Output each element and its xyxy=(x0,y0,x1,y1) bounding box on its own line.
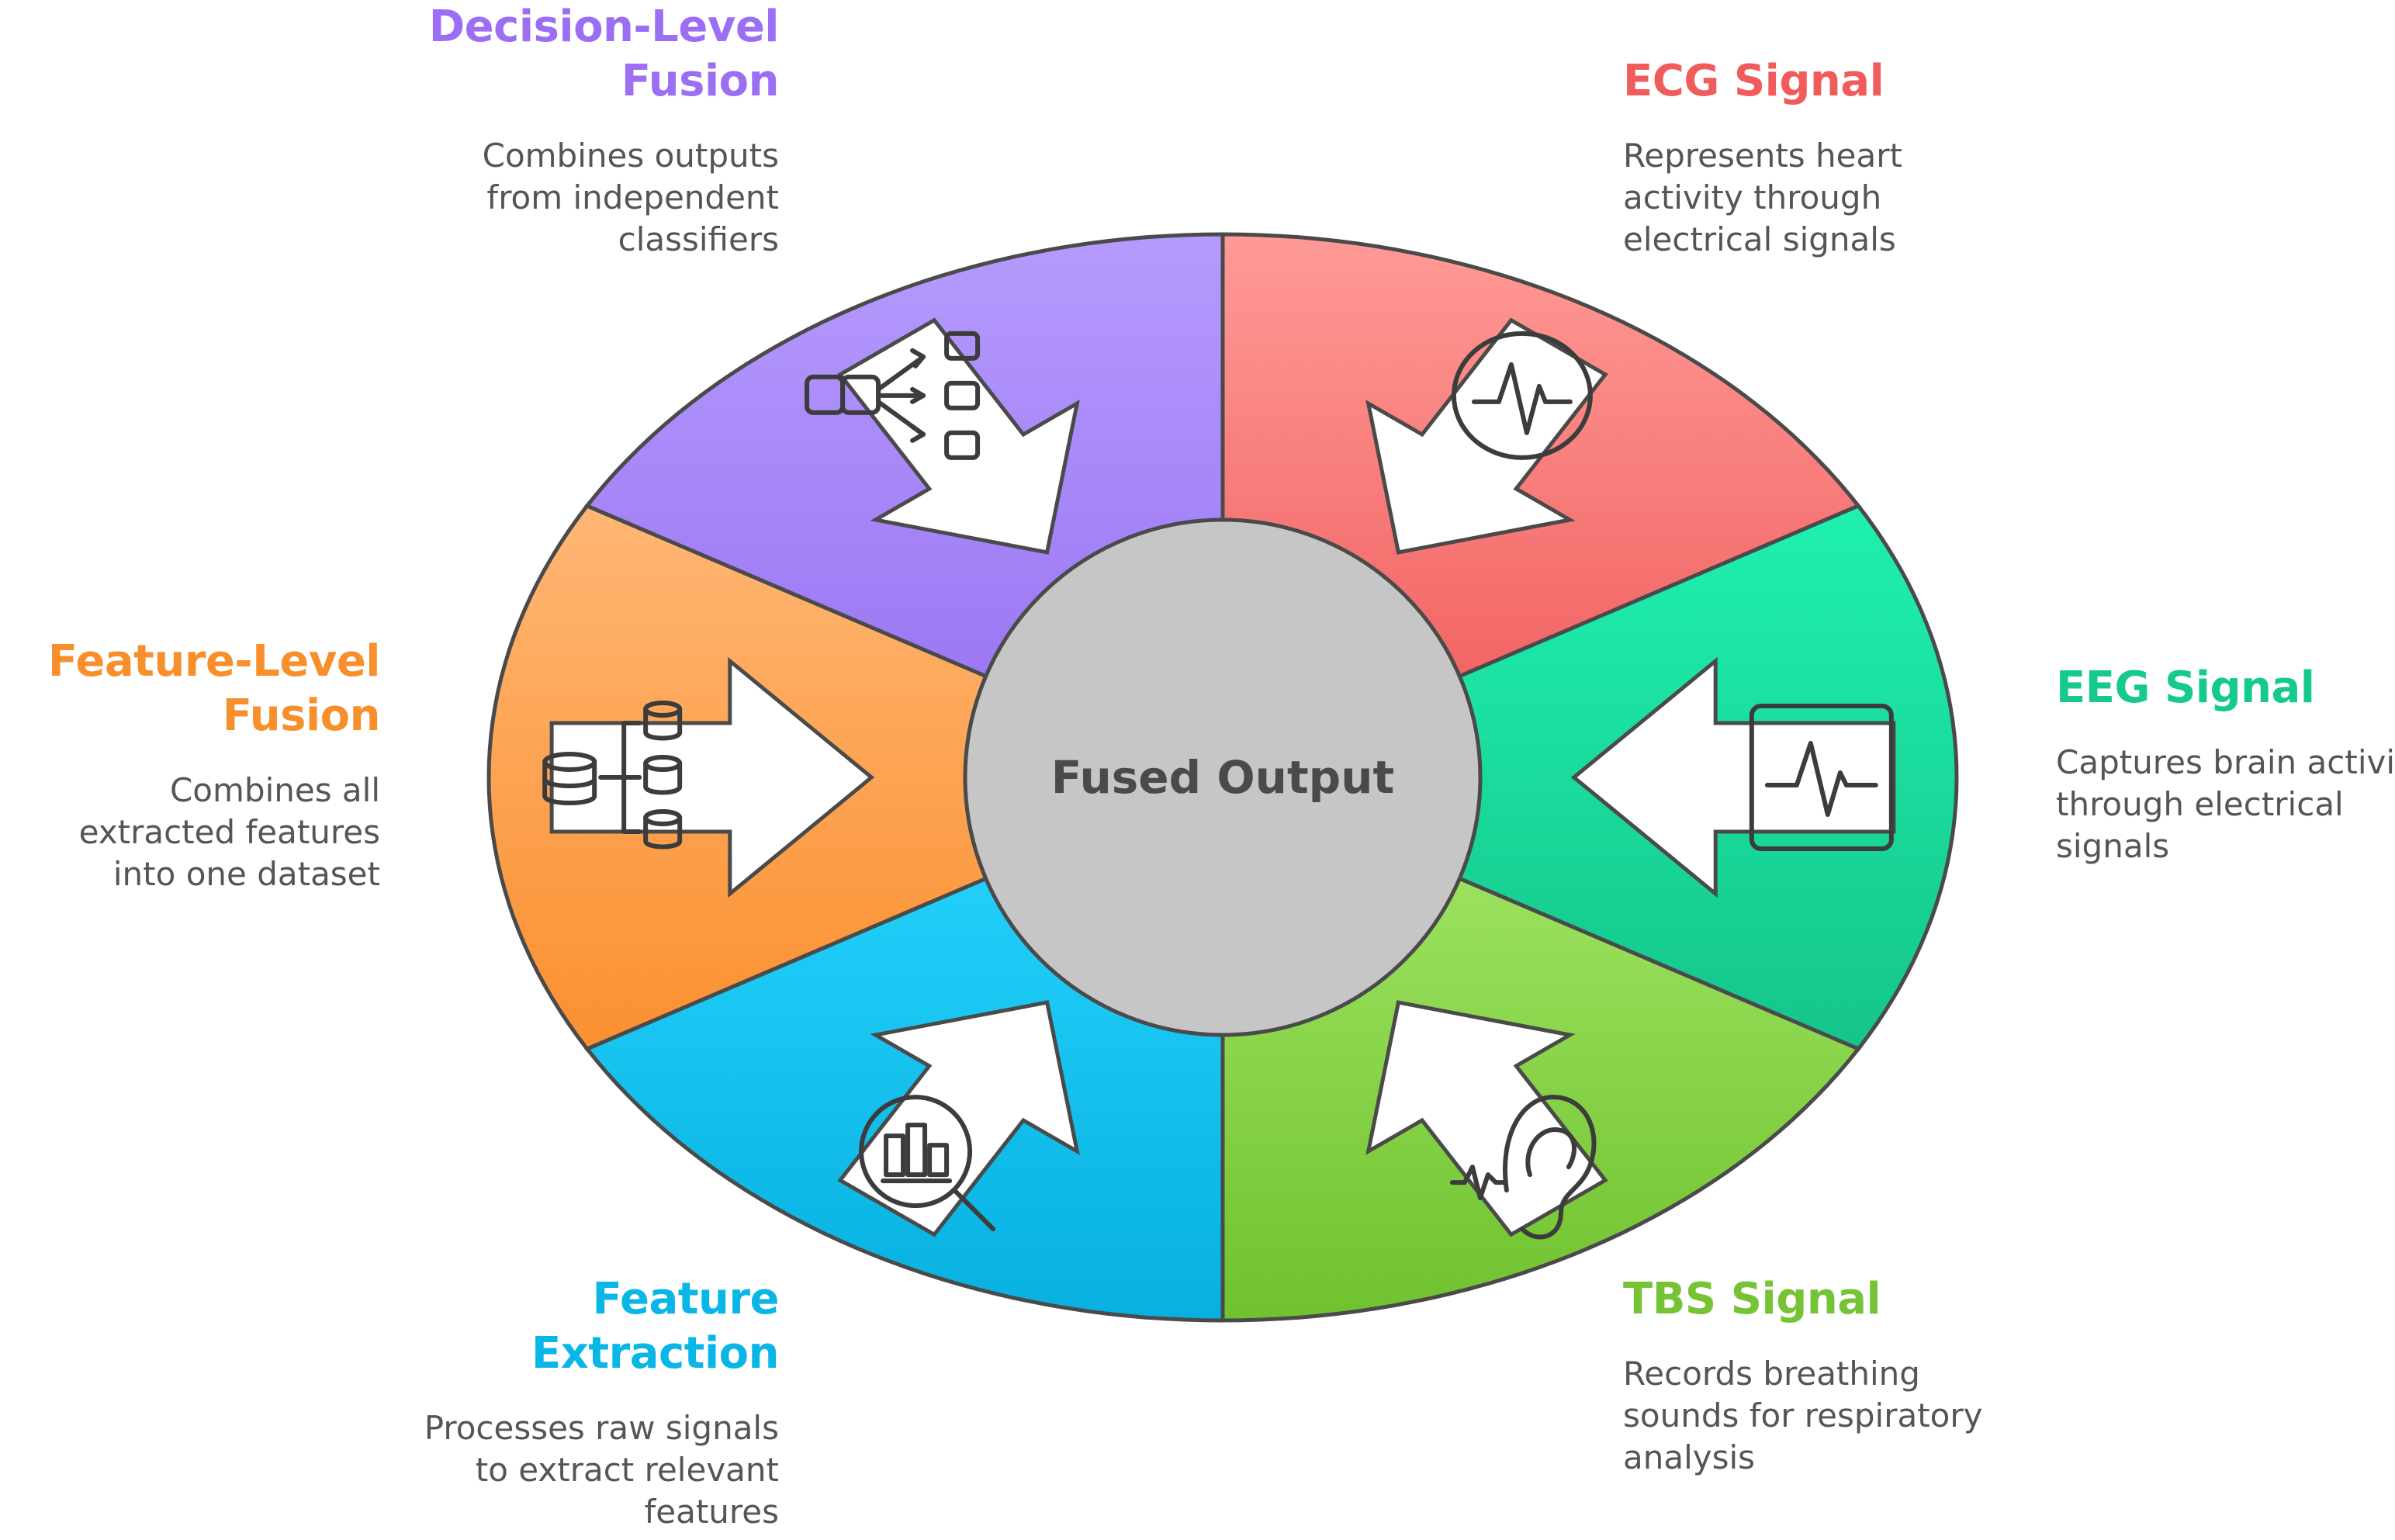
tbs-signal-title: TBS Signal xyxy=(1623,1274,1881,1324)
ecg-signal-title: ECG Signal xyxy=(1623,56,1885,106)
feature-extraction-title: Feature Extraction xyxy=(531,1274,780,1379)
tbs-signal-block: TBS Signal Records breathing sounds for … xyxy=(1623,1272,1995,1479)
decision-level-fusion-title: Decision-Level Fusion xyxy=(428,2,780,106)
eeg-signal-block: EEG Signal Captures brain activity throu… xyxy=(2056,661,2395,867)
database-merge-icon xyxy=(542,701,683,850)
ecg-signal-description: Represents heart activity through electr… xyxy=(1623,137,1902,258)
feature-level-fusion-title: Feature-Level Fusion xyxy=(47,636,381,741)
eeg-arrow xyxy=(1570,656,1896,898)
ecg-signal-block: ECG Signal Represents heart activity thr… xyxy=(1623,54,1995,261)
ecg-arrow xyxy=(1365,317,1608,555)
feature-level-fusion-arrow xyxy=(549,656,875,898)
tbs-signal-description: Records breathing sounds for respiratory… xyxy=(1623,1355,1983,1476)
ear-sound-icon xyxy=(1449,1095,1597,1240)
fused-output-circle xyxy=(963,517,1483,1037)
feature-extraction-description: Processes raw signals to extract relevan… xyxy=(424,1409,779,1531)
decision-level-fusion-arrow xyxy=(837,317,1080,555)
monitor-waveform-icon xyxy=(1749,704,1894,851)
decision-level-fusion-block: Decision-Level Fusion Combines outputs f… xyxy=(407,0,780,261)
chart-magnifier-icon xyxy=(859,1095,996,1232)
decision-level-fusion-description: Combines outputs from independent classi… xyxy=(482,137,779,258)
heartbeat-icon xyxy=(1451,330,1593,460)
feature-level-fusion-block: Feature-Level Fusion Combines all extrac… xyxy=(8,635,381,895)
tbs-arrow xyxy=(1365,1000,1608,1237)
decision-tree-icon xyxy=(805,330,981,460)
eeg-signal-title: EEG Signal xyxy=(2056,663,2315,713)
fused-output-label: Fused Output xyxy=(1051,751,1394,804)
feature-level-fusion-description: Combines all extracted features into one… xyxy=(78,771,380,893)
feature-extraction-block: Feature Extraction Processes raw signals… xyxy=(407,1272,780,1533)
eeg-signal-description: Captures brain activity through electric… xyxy=(2056,743,2395,865)
